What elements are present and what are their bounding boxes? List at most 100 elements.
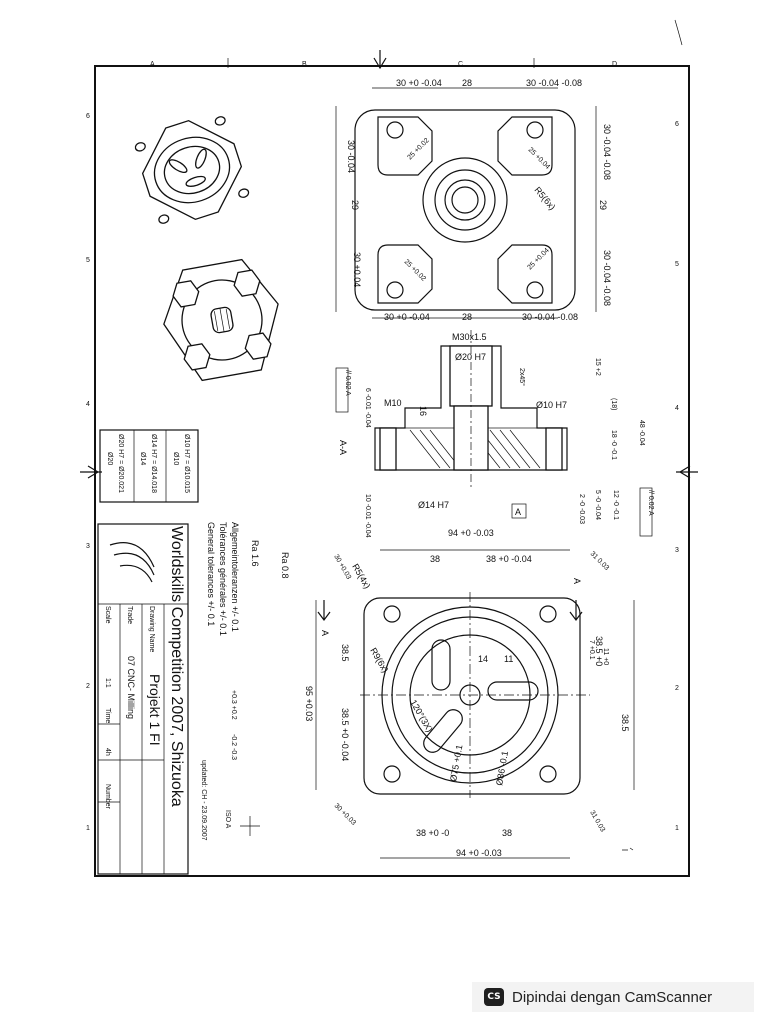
drawing-name-label: Drawing Name bbox=[148, 606, 155, 652]
dim-label: 38.5 +0 bbox=[594, 636, 604, 666]
title-block: Worldskills Competition 2007, Shizuoka D… bbox=[97, 523, 189, 875]
dim-label: M30x1.5 bbox=[452, 332, 487, 342]
dim-label: 29 bbox=[350, 200, 360, 210]
section-marker: A bbox=[572, 578, 582, 584]
dim-label: 38.5 +0 -0.04 bbox=[340, 708, 350, 761]
grid-number: 2 bbox=[86, 683, 90, 690]
scan-marks bbox=[622, 19, 683, 851]
grid-number: 1 bbox=[675, 825, 679, 832]
dim-label: 18 -0 -0.1 bbox=[610, 430, 617, 460]
fit-entry: Ø10 bbox=[172, 452, 179, 465]
grid-numbers: 6 5 4 3 2 1 6 5 4 3 2 1 bbox=[80, 113, 698, 832]
center-arrow-left bbox=[80, 465, 102, 479]
section-label: A-A bbox=[338, 440, 348, 455]
grid-letter: A bbox=[150, 61, 155, 68]
tolerance-frame bbox=[639, 487, 653, 537]
dim-label: 16 bbox=[418, 406, 428, 416]
dim-label: 30 -0.04 -0.08 bbox=[522, 312, 578, 322]
notes: Ra 0.8 Ra 1.6 Allgemeintoleranzen +/- 0.… bbox=[200, 522, 290, 841]
scale-value: 1:1 bbox=[104, 678, 111, 688]
dim-label: 28 bbox=[462, 312, 472, 322]
trade-value: 07 CNC- Milling bbox=[126, 656, 136, 719]
time-label: Time bbox=[104, 708, 111, 723]
dim-label: 2 -0 -0.03 bbox=[578, 494, 585, 524]
tolerance-frame bbox=[335, 367, 349, 413]
dim-label: Ø20 H7 bbox=[455, 352, 486, 362]
dim-label: 30 +0 -0.04 bbox=[384, 312, 430, 322]
dim-label: 38.5 bbox=[340, 644, 350, 662]
projection-symbol bbox=[240, 816, 260, 836]
grid-letters: A B C D bbox=[150, 50, 617, 70]
dim-label: 38.5 bbox=[620, 714, 630, 732]
dim-label: 6 -0.01 -0.04 bbox=[364, 388, 371, 428]
dim-label: 7 +0.1 bbox=[588, 640, 595, 660]
dim-label: 25 +0.04 bbox=[526, 247, 550, 271]
grid-number: 4 bbox=[86, 401, 90, 408]
dim-label: 14 bbox=[478, 654, 488, 664]
isometric-view-bottom bbox=[163, 258, 279, 382]
dim-label: 30 +0.03 bbox=[333, 802, 357, 826]
dim-label: Ø75 +0.1 bbox=[448, 744, 464, 782]
worldskills-logo bbox=[109, 542, 155, 583]
dim-label: 15 +2 bbox=[594, 358, 601, 376]
dim-label: 38 bbox=[502, 828, 512, 838]
dim-label: 31 0.03 bbox=[589, 550, 611, 572]
grid-letter: C bbox=[458, 61, 463, 68]
dim-label: 25 +0.02 bbox=[406, 137, 430, 161]
section-view: M30x1.5 Ø20 H7 2x45° 15 +2 (18) 18 -0 -0… bbox=[335, 330, 654, 538]
center-arrow-top bbox=[373, 50, 387, 70]
grid-number: 6 bbox=[675, 121, 679, 128]
grid-number: 2 bbox=[675, 685, 679, 692]
roughness-note: Ra 0.8 bbox=[280, 552, 290, 579]
dim-label: 11 bbox=[504, 654, 513, 664]
dim-label: 11 +0 bbox=[602, 648, 609, 665]
dim-label: Ø10 H7 bbox=[536, 400, 567, 410]
dim-label: (18) bbox=[610, 398, 617, 410]
camscanner-text: Dipindai dengan CamScanner bbox=[512, 988, 713, 1006]
top-view: 30 +0 -0.04 28 30 -0.04 -0.08 30 -0.04 2… bbox=[335, 78, 612, 322]
number-label: Number bbox=[104, 784, 111, 810]
grid-number: 4 bbox=[675, 405, 679, 412]
dim-label: 25 +0.02 bbox=[403, 258, 427, 282]
dim-label: 38 +0 -0 bbox=[416, 828, 449, 838]
fit-entry: Ø14 H7 = Ø14.018 bbox=[150, 434, 157, 493]
tolerance-label: // 0.02 A bbox=[647, 490, 654, 516]
dim-label: 94 +0 -0.03 bbox=[448, 528, 494, 538]
general-note: Allgemeintoleranzen +/- 0.1 bbox=[230, 522, 240, 632]
grid-number: 5 bbox=[86, 257, 90, 264]
roughness-note: Ra 1.6 bbox=[250, 540, 260, 567]
dim-label: 48 -0.04 bbox=[638, 420, 645, 446]
dim-label: Ø14 H7 bbox=[418, 500, 449, 510]
updated-note: updated: CH - 23.09.2007 bbox=[200, 760, 207, 841]
dim-label: 30 -0.04 -0.08 bbox=[602, 124, 612, 180]
datum-label: A bbox=[515, 507, 521, 517]
dim-label: 38 +0 -0.04 bbox=[486, 554, 532, 564]
fits-table: Ø10 H7 = Ø10.015 Ø10 Ø14 H7 = Ø14.018 Ø1… bbox=[99, 429, 199, 503]
grid-number: 6 bbox=[86, 113, 90, 120]
standard-label: ISO A bbox=[224, 810, 231, 829]
dim-label: 12 -0 -0.1 bbox=[612, 490, 619, 520]
dim-label: 5 -0 -0.04 bbox=[594, 490, 601, 520]
datum-box bbox=[511, 503, 527, 519]
dim-label: 30 -0.04 bbox=[346, 140, 356, 173]
camscanner-badge: CS Dipindai dengan CamScanner bbox=[472, 982, 754, 1012]
general-note: Tolérances générales +/- 0.1 bbox=[218, 522, 228, 636]
trade-label: Trade bbox=[126, 606, 133, 624]
isometric-view-top bbox=[134, 116, 250, 224]
competition-title: Worldskills Competition 2007, Shizuoka bbox=[168, 526, 185, 807]
dim-label: 94 +0 -0.03 bbox=[456, 848, 502, 858]
general-note: General tolerances +/- 0.1 bbox=[206, 522, 216, 626]
sheet-border bbox=[94, 65, 690, 877]
tol-note: -0.2 -0.3 bbox=[230, 734, 237, 760]
dim-label: 25 +0.04 bbox=[527, 146, 551, 170]
time-value: 4h bbox=[104, 748, 111, 756]
dim-label: R5(6x) bbox=[532, 185, 557, 212]
grid-letter: B bbox=[302, 61, 307, 68]
grid-number: 3 bbox=[86, 543, 90, 550]
dim-label: 30 +0 -0.04 bbox=[396, 78, 442, 88]
dim-label: R9(6x) bbox=[368, 646, 390, 674]
scale-label: Scale bbox=[104, 606, 111, 624]
fit-entry: Ø14 bbox=[139, 452, 146, 465]
center-arrow-right bbox=[676, 465, 698, 479]
